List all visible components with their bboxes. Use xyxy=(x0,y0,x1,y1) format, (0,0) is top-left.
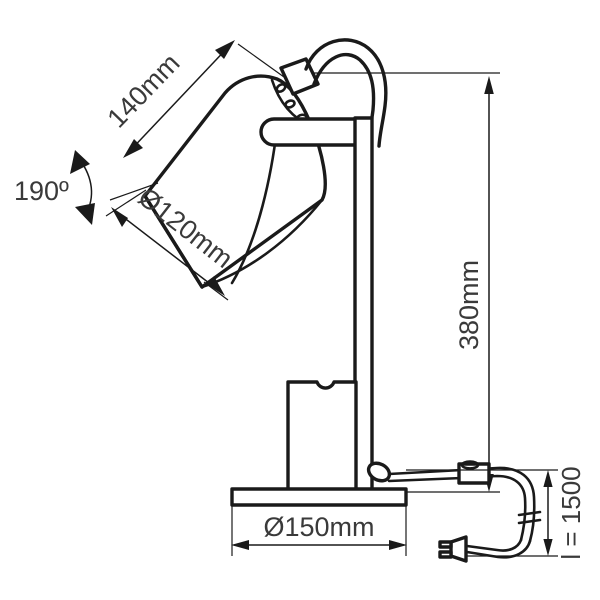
arrow-1500-up xyxy=(543,470,553,487)
cable-grommet xyxy=(366,461,392,483)
ext-line-120-top xyxy=(105,189,147,217)
plug-pin-1 xyxy=(438,540,453,549)
dim-label-base-diameter: Ø150mm xyxy=(263,512,374,542)
dimension-base-diameter: Ø150mm xyxy=(231,505,407,556)
dim-label-cable-length: l = 1500 xyxy=(556,466,586,559)
horizontal-arm xyxy=(259,117,360,147)
cable-upper-line xyxy=(387,466,536,543)
switch-housing xyxy=(286,380,358,492)
arrow-150-left xyxy=(231,540,249,550)
arrow-140-upper xyxy=(215,40,235,59)
power-plug xyxy=(438,535,468,563)
shade-rim-inner xyxy=(200,198,324,289)
ext-line-140-bottom xyxy=(109,182,159,201)
cable-break-mark-2 xyxy=(517,518,542,525)
cable-lower-line xyxy=(387,474,527,542)
base-plate xyxy=(230,487,408,507)
joint-block xyxy=(279,57,320,96)
arm-body xyxy=(259,117,360,147)
base-body xyxy=(230,487,408,507)
arrow-120-upper xyxy=(111,207,128,227)
inline-switch-rocker xyxy=(460,460,480,470)
arrow-150-right xyxy=(389,540,407,550)
ext-line-140-top xyxy=(237,43,285,78)
power-cable xyxy=(366,460,542,559)
arrow-tilt-up xyxy=(70,150,90,174)
plug-pin-2 xyxy=(438,550,453,559)
arrow-tilt-down xyxy=(75,203,95,225)
dim-label-shade-height: 140mm xyxy=(101,48,185,134)
dimension-total-height: 380mm xyxy=(454,76,494,492)
dimension-cable-length: l = 1500 xyxy=(406,466,586,560)
gooseneck-outer xyxy=(304,38,388,148)
cable-tail-lower xyxy=(465,538,523,552)
cable-tail-upper xyxy=(465,539,532,559)
arrow-120-lower xyxy=(208,276,225,296)
arrow-1500-down xyxy=(543,539,553,556)
cable-break-mark-1 xyxy=(517,510,542,517)
arrow-140-lower xyxy=(123,139,143,158)
arrow-up-380 xyxy=(484,76,494,94)
shade-rim-edge xyxy=(143,194,204,289)
switch-box-body xyxy=(286,380,358,492)
plug-body xyxy=(449,535,468,563)
dim-line-140 xyxy=(125,42,233,156)
dimension-tilt-angle: 190º xyxy=(14,150,95,225)
dim-label-tilt-angle: 190º xyxy=(14,176,69,206)
dim-line-120 xyxy=(113,209,223,294)
dim-label-total-height: 380mm xyxy=(454,260,484,350)
